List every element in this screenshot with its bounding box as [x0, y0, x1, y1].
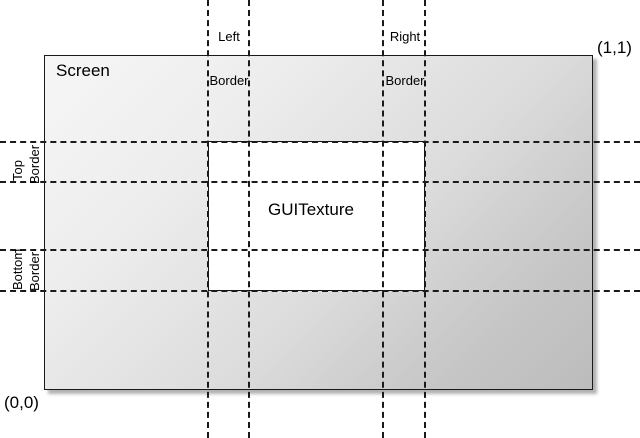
bottom-border-label-line2: Border	[27, 251, 42, 291]
left-border-label-line2: Border	[209, 72, 249, 88]
guide-vline-right-outer	[424, 0, 426, 438]
guide-vline-left-outer	[207, 0, 209, 438]
coordinate-label-bottom-left: (0,0)	[4, 393, 39, 412]
top-border-label-line2: Border	[27, 144, 42, 184]
guide-vline-right-inner	[382, 0, 384, 438]
guide-hline-top-inner	[0, 181, 640, 183]
left-border-label-line1: Left	[218, 29, 240, 45]
guitexture-rectangle	[208, 141, 425, 291]
bottom-border-label-line1: Bottom	[10, 248, 25, 290]
guide-vline-left-inner	[248, 0, 250, 438]
screen-label: Screen	[56, 61, 110, 80]
right-border-label-line1: Right	[389, 29, 421, 45]
left-border-label: Left Border	[209, 1, 249, 117]
coordinate-label-top-right: (1,1)	[597, 38, 632, 57]
right-border-label-line2: Border	[385, 72, 425, 88]
guide-hline-top-outer	[0, 141, 640, 143]
top-border-label-line1: Top	[10, 160, 25, 181]
guitexture-label: GUITexture	[268, 200, 354, 219]
guide-hline-bottom-outer	[0, 290, 640, 292]
guide-hline-bottom-inner	[0, 249, 640, 251]
right-border-label: Right Border	[384, 1, 426, 117]
